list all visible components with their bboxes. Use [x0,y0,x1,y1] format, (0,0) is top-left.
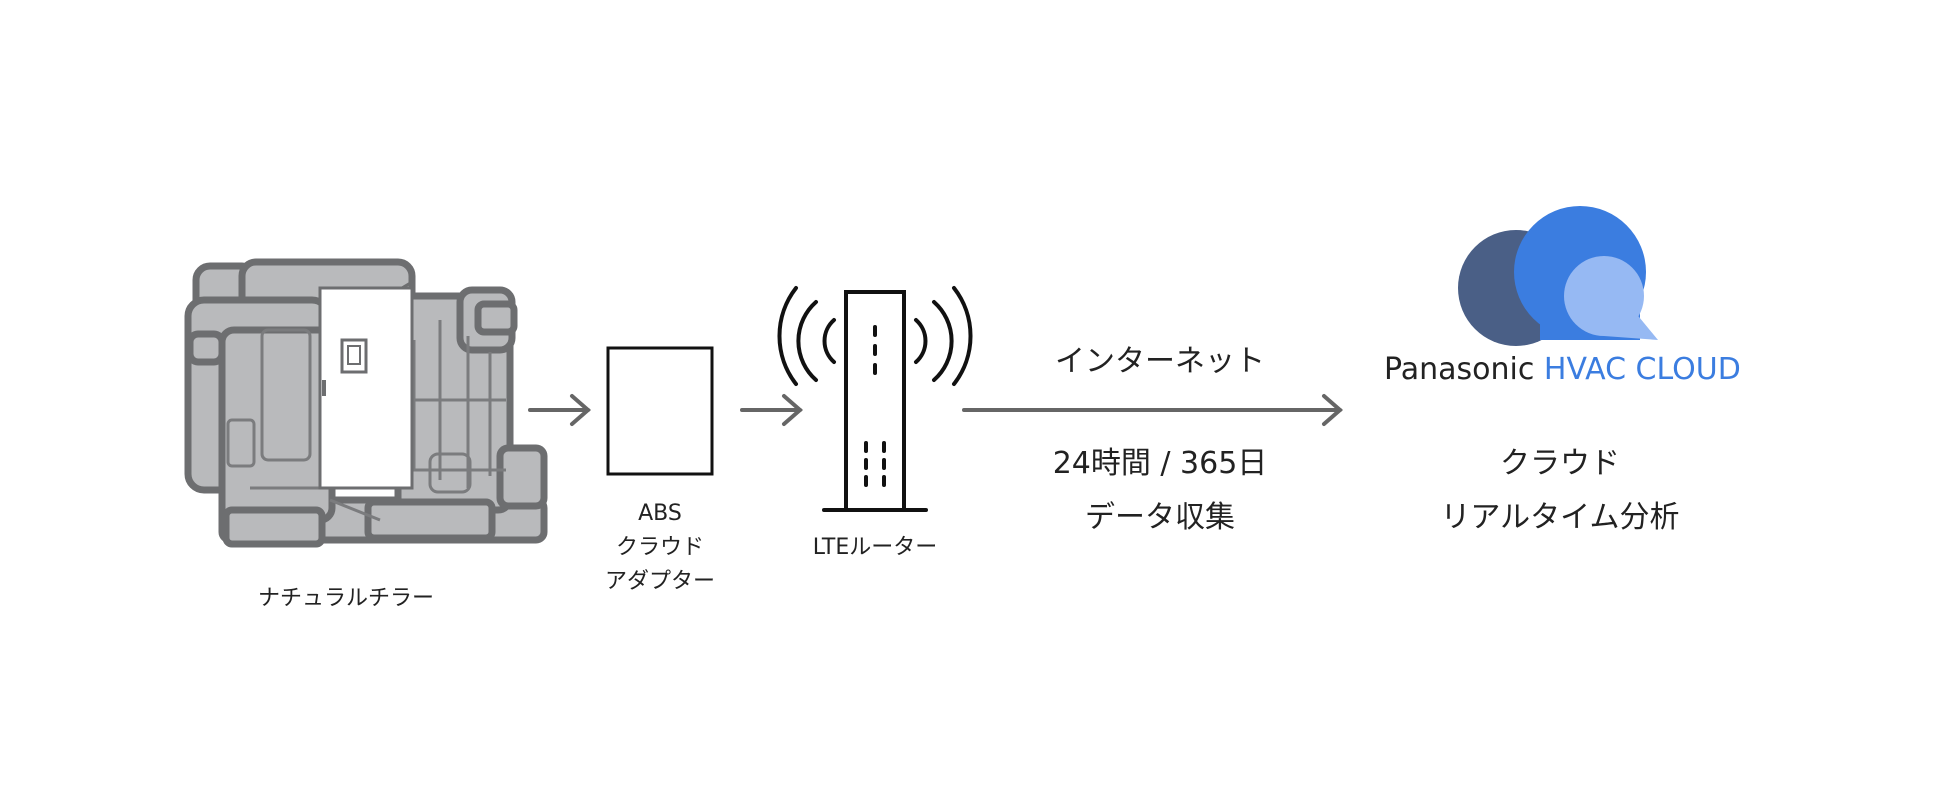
adapter-label: ABS クラウド アダプター [584,497,736,599]
adapter-label-line-2: クラウド [615,535,704,560]
cloud-brand-text: Panasonic [1384,352,1535,387]
chiller-label: ナチュラルチラー [257,586,434,611]
internet-collection-label: データ収集 [1085,500,1235,535]
cloud-label-line-1: クラウド [1500,446,1620,481]
cloud-icon [1458,206,1658,346]
arrow-internet [962,394,1344,426]
router-label: LTEルーター [812,535,938,560]
arrow-chiller-to-adapter [528,394,592,426]
adapter-label-line-1: ABS [638,501,682,526]
adapter-label-line-3: アダプター [604,569,715,594]
chiller-image [184,258,548,548]
internet-label: インターネット [1055,344,1265,379]
cloud-service-title: Panasonic HVAC CLOUD [1384,352,1741,387]
arrow-adapter-to-router [740,394,804,426]
cloud-label-line-2: リアルタイム分析 [1440,500,1680,535]
lte-router-icon [777,286,973,512]
cloud-service-text: HVAC CLOUD [1543,352,1741,387]
internet-schedule-label: 24時間 / 365日 [1052,446,1268,481]
adapter-box-icon [606,346,714,476]
